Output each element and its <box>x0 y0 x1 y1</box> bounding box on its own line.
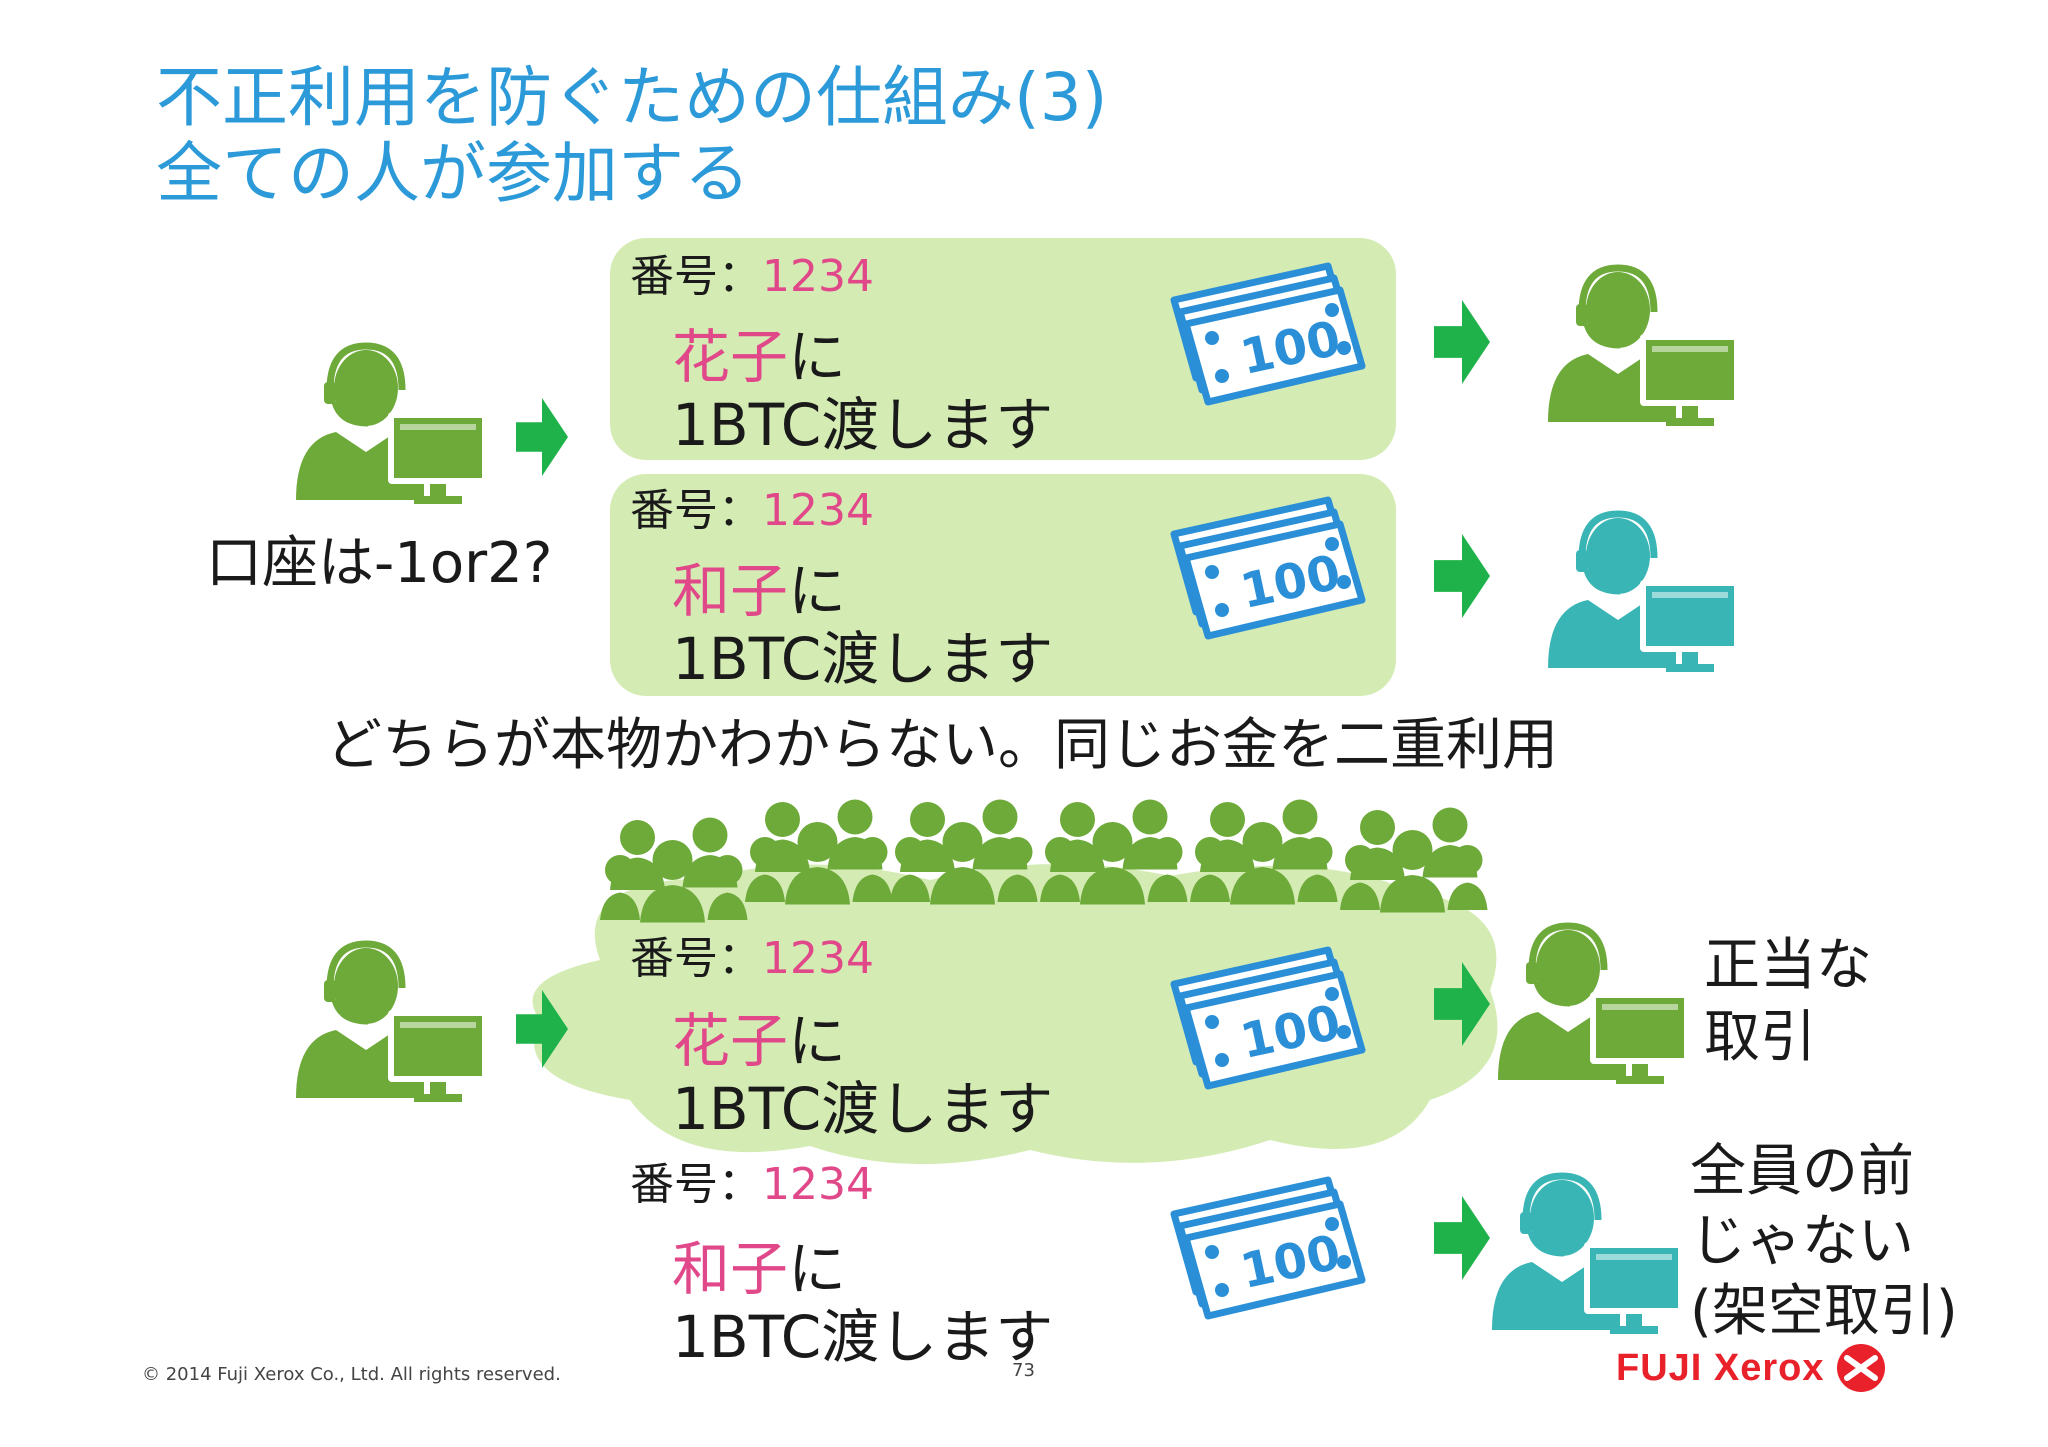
receiver-person-icon <box>1498 920 1698 1090</box>
arrow-right-icon <box>1434 1196 1490 1280</box>
legit-label-line1: 正当な <box>1704 933 1872 998</box>
transaction-amount: 1BTC渡します <box>672 1303 1054 1371</box>
transaction-recipient: 和子に <box>672 1235 847 1303</box>
transaction-number: 番号：1234 <box>630 485 874 536</box>
receiver-person-icon <box>1548 508 1748 678</box>
arrow-right-icon <box>516 398 568 476</box>
transaction-amount: 1BTC渡します <box>672 391 1054 459</box>
transaction-amount: 1BTC渡します <box>672 1075 1054 1143</box>
fuji-xerox-logo: FUJI Xerox <box>1616 1340 1889 1396</box>
banknote-icon <box>1160 1164 1370 1334</box>
crowd-icon <box>1340 807 1488 913</box>
consensus-cloud <box>532 863 1498 1165</box>
crowd-icon <box>890 799 1038 905</box>
fake-label-line3: (架空取引) <box>1690 1279 1958 1344</box>
arrow-right-icon <box>1434 962 1490 1046</box>
copyright: © 2014 Fuji Xerox Co., Ltd. All rights r… <box>142 1364 561 1385</box>
arrow-right-icon <box>516 990 568 1068</box>
crowd-icon <box>1040 799 1188 905</box>
xerox-ball-icon <box>1836 1344 1885 1392</box>
sender-person-icon <box>296 938 496 1108</box>
fake-label-line2: じゃない <box>1690 1209 1914 1274</box>
page-title-line2: 全ての人が参加する <box>156 135 750 212</box>
receiver-person-icon <box>1548 262 1748 432</box>
account-question: 口座は-1or2? <box>206 531 553 596</box>
banknote-icon <box>1160 934 1370 1104</box>
sender-person-icon <box>296 340 496 510</box>
transaction-number: 番号：1234 <box>630 933 874 984</box>
arrow-right-icon <box>1434 534 1490 618</box>
crowd-icon <box>1190 799 1338 905</box>
legit-label-line2: 取引 <box>1704 1005 1816 1070</box>
transaction-number: 番号：1234 <box>630 1159 874 1210</box>
crowd-icon <box>745 799 893 905</box>
banknote-icon <box>1160 484 1370 654</box>
transaction-recipient: 和子に <box>672 557 847 625</box>
banknote-icon <box>1160 250 1370 420</box>
transaction-recipient: 花子に <box>672 323 847 391</box>
problem-statement: どちらが本物かわからない。同じお金を二重利用 <box>326 713 1558 778</box>
receiver-person-icon <box>1492 1170 1692 1340</box>
transaction-recipient: 花子に <box>672 1007 847 1075</box>
crowd-icon <box>600 817 748 923</box>
fake-label-line1: 全員の前 <box>1690 1139 1914 1204</box>
transaction-number: 番号：1234 <box>630 251 874 302</box>
page-title-line1: 不正利用を防ぐための仕組み(3) <box>156 59 1108 136</box>
transaction-amount: 1BTC渡します <box>672 625 1054 693</box>
page-number: 73 <box>1012 1360 1035 1381</box>
arrow-right-icon <box>1434 300 1490 384</box>
